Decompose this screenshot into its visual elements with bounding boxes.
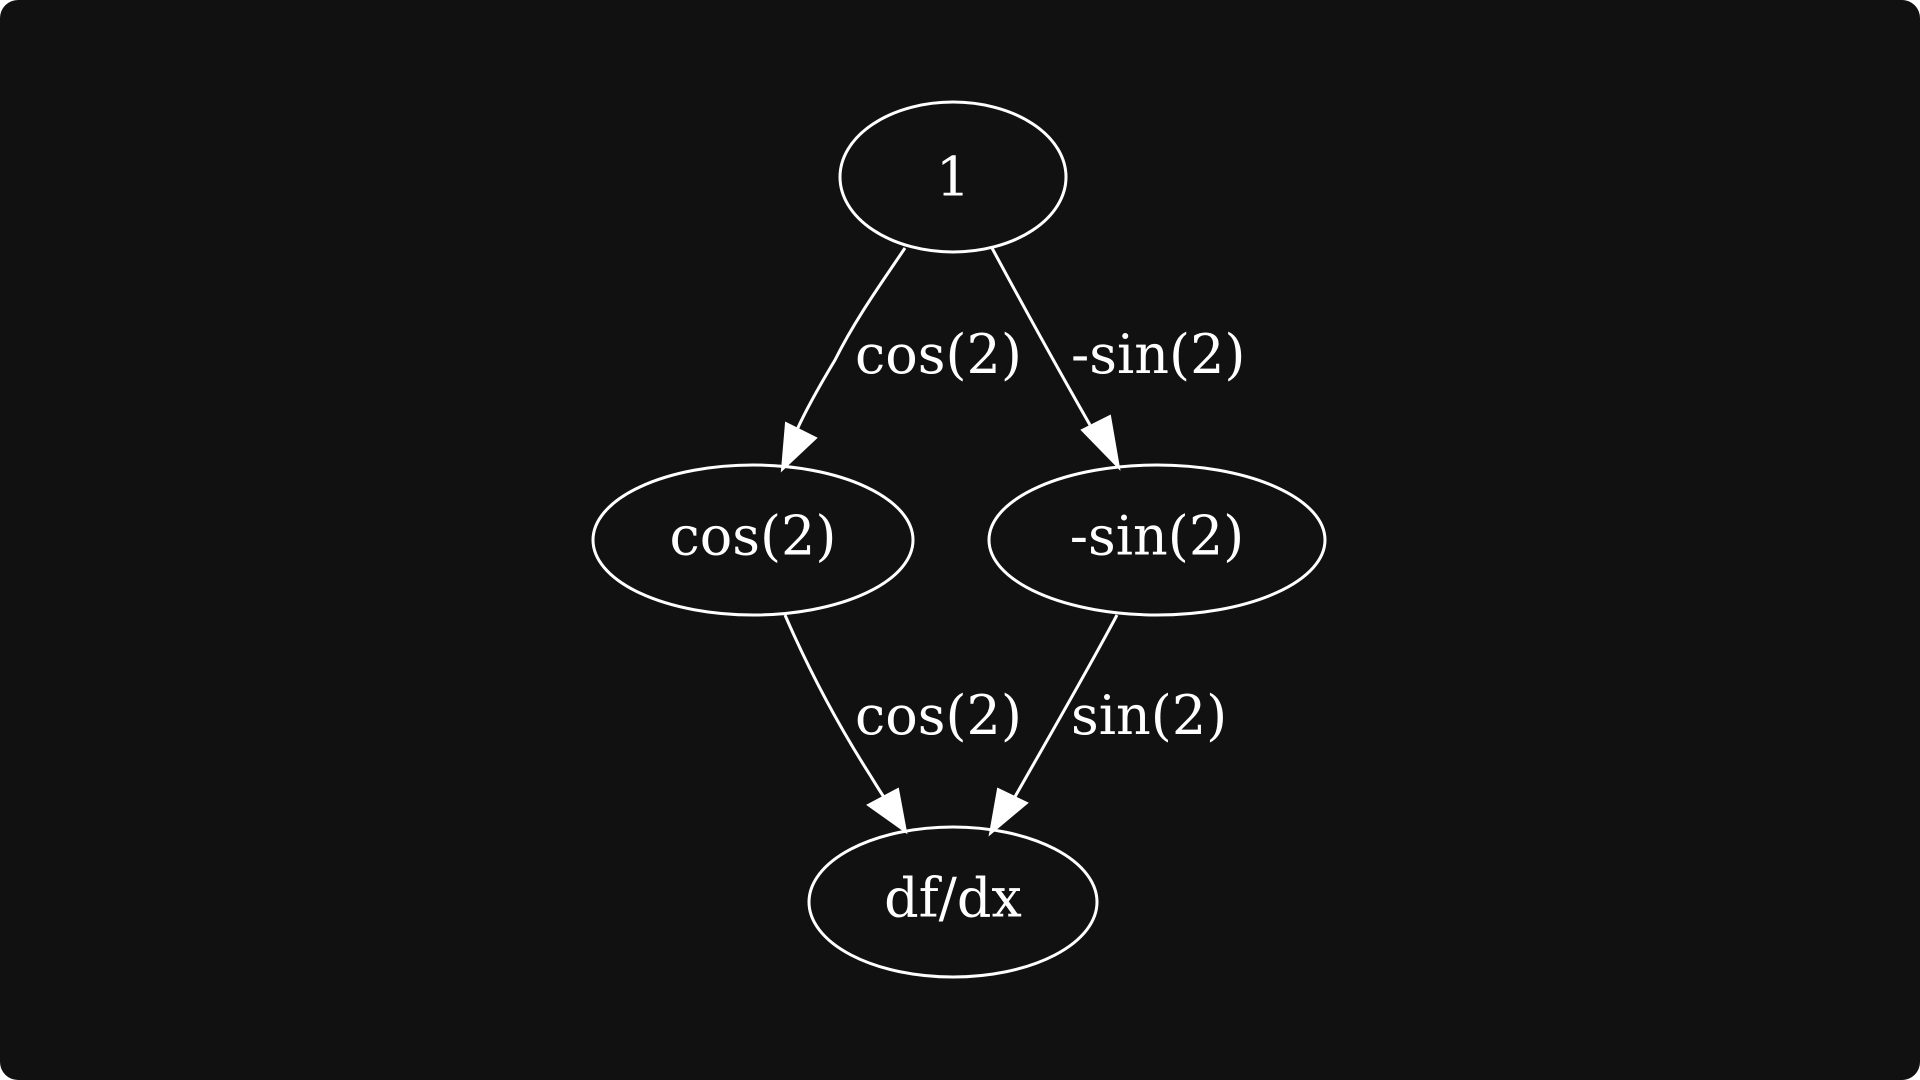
- edge-label-root-sin: -sin(2): [1071, 323, 1246, 386]
- node-label-cos: cos(2): [670, 505, 837, 568]
- node-ellipse: [838, 100, 1068, 254]
- edge-root-to-cos: cos(2): [780, 247, 1022, 473]
- edge-label-sin-out: sin(2): [1071, 684, 1227, 747]
- edge-line: [1010, 614, 1119, 803]
- node-label-sin: -sin(2): [1070, 505, 1245, 568]
- edge-label-cos-out: cos(2): [855, 684, 1022, 747]
- edge-label-root-cos: cos(2): [855, 323, 1022, 386]
- edge-line: [990, 247, 1092, 426]
- node-ellipse: [591, 463, 915, 617]
- node-label-out: df/dx: [884, 867, 1022, 930]
- arrowhead: [866, 787, 908, 835]
- edge-line: [783, 614, 892, 807]
- node-ellipse: [807, 825, 1099, 979]
- node-root: 1: [838, 100, 1068, 254]
- node-sin: -sin(2): [987, 463, 1327, 617]
- edge-sin-to-out: sin(2): [988, 614, 1227, 837]
- arrowhead: [1080, 414, 1121, 472]
- edge-root-to-sin: -sin(2): [990, 247, 1246, 472]
- arrowhead: [780, 421, 818, 473]
- edge-line: [790, 247, 907, 443]
- node-ellipse: [987, 463, 1327, 617]
- edge-cos-to-out: cos(2): [783, 614, 1022, 835]
- node-label-root: 1: [936, 146, 970, 209]
- arrowhead: [988, 787, 1029, 837]
- node-cos: cos(2): [591, 463, 915, 617]
- node-out: df/dx: [807, 825, 1099, 979]
